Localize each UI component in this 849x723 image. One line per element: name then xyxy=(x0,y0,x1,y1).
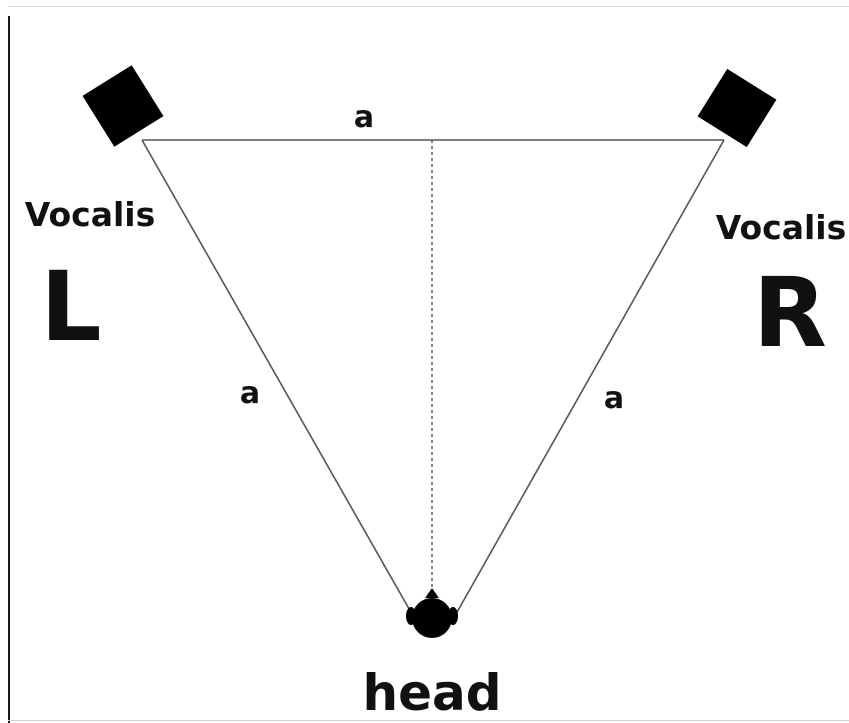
left-edge-label: a xyxy=(240,376,260,411)
frame-top-border xyxy=(8,6,849,7)
left-speaker-brand-label: Vocalis xyxy=(25,195,156,234)
right-channel-label: R xyxy=(753,257,827,369)
head-label: head xyxy=(362,664,501,722)
top-edge-label: a xyxy=(354,100,374,135)
frame-left-border xyxy=(8,16,10,723)
right-speaker-brand-label: Vocalis xyxy=(716,208,847,247)
right-edge-line xyxy=(455,139,725,615)
right-edge-label: a xyxy=(604,381,624,416)
head-icon xyxy=(406,588,458,638)
left-channel-label: L xyxy=(40,251,101,363)
frame-bottom-border xyxy=(8,720,849,721)
left-speaker-icon xyxy=(82,65,164,147)
left-edge-line xyxy=(141,139,413,615)
right-speaker-icon xyxy=(697,68,777,148)
